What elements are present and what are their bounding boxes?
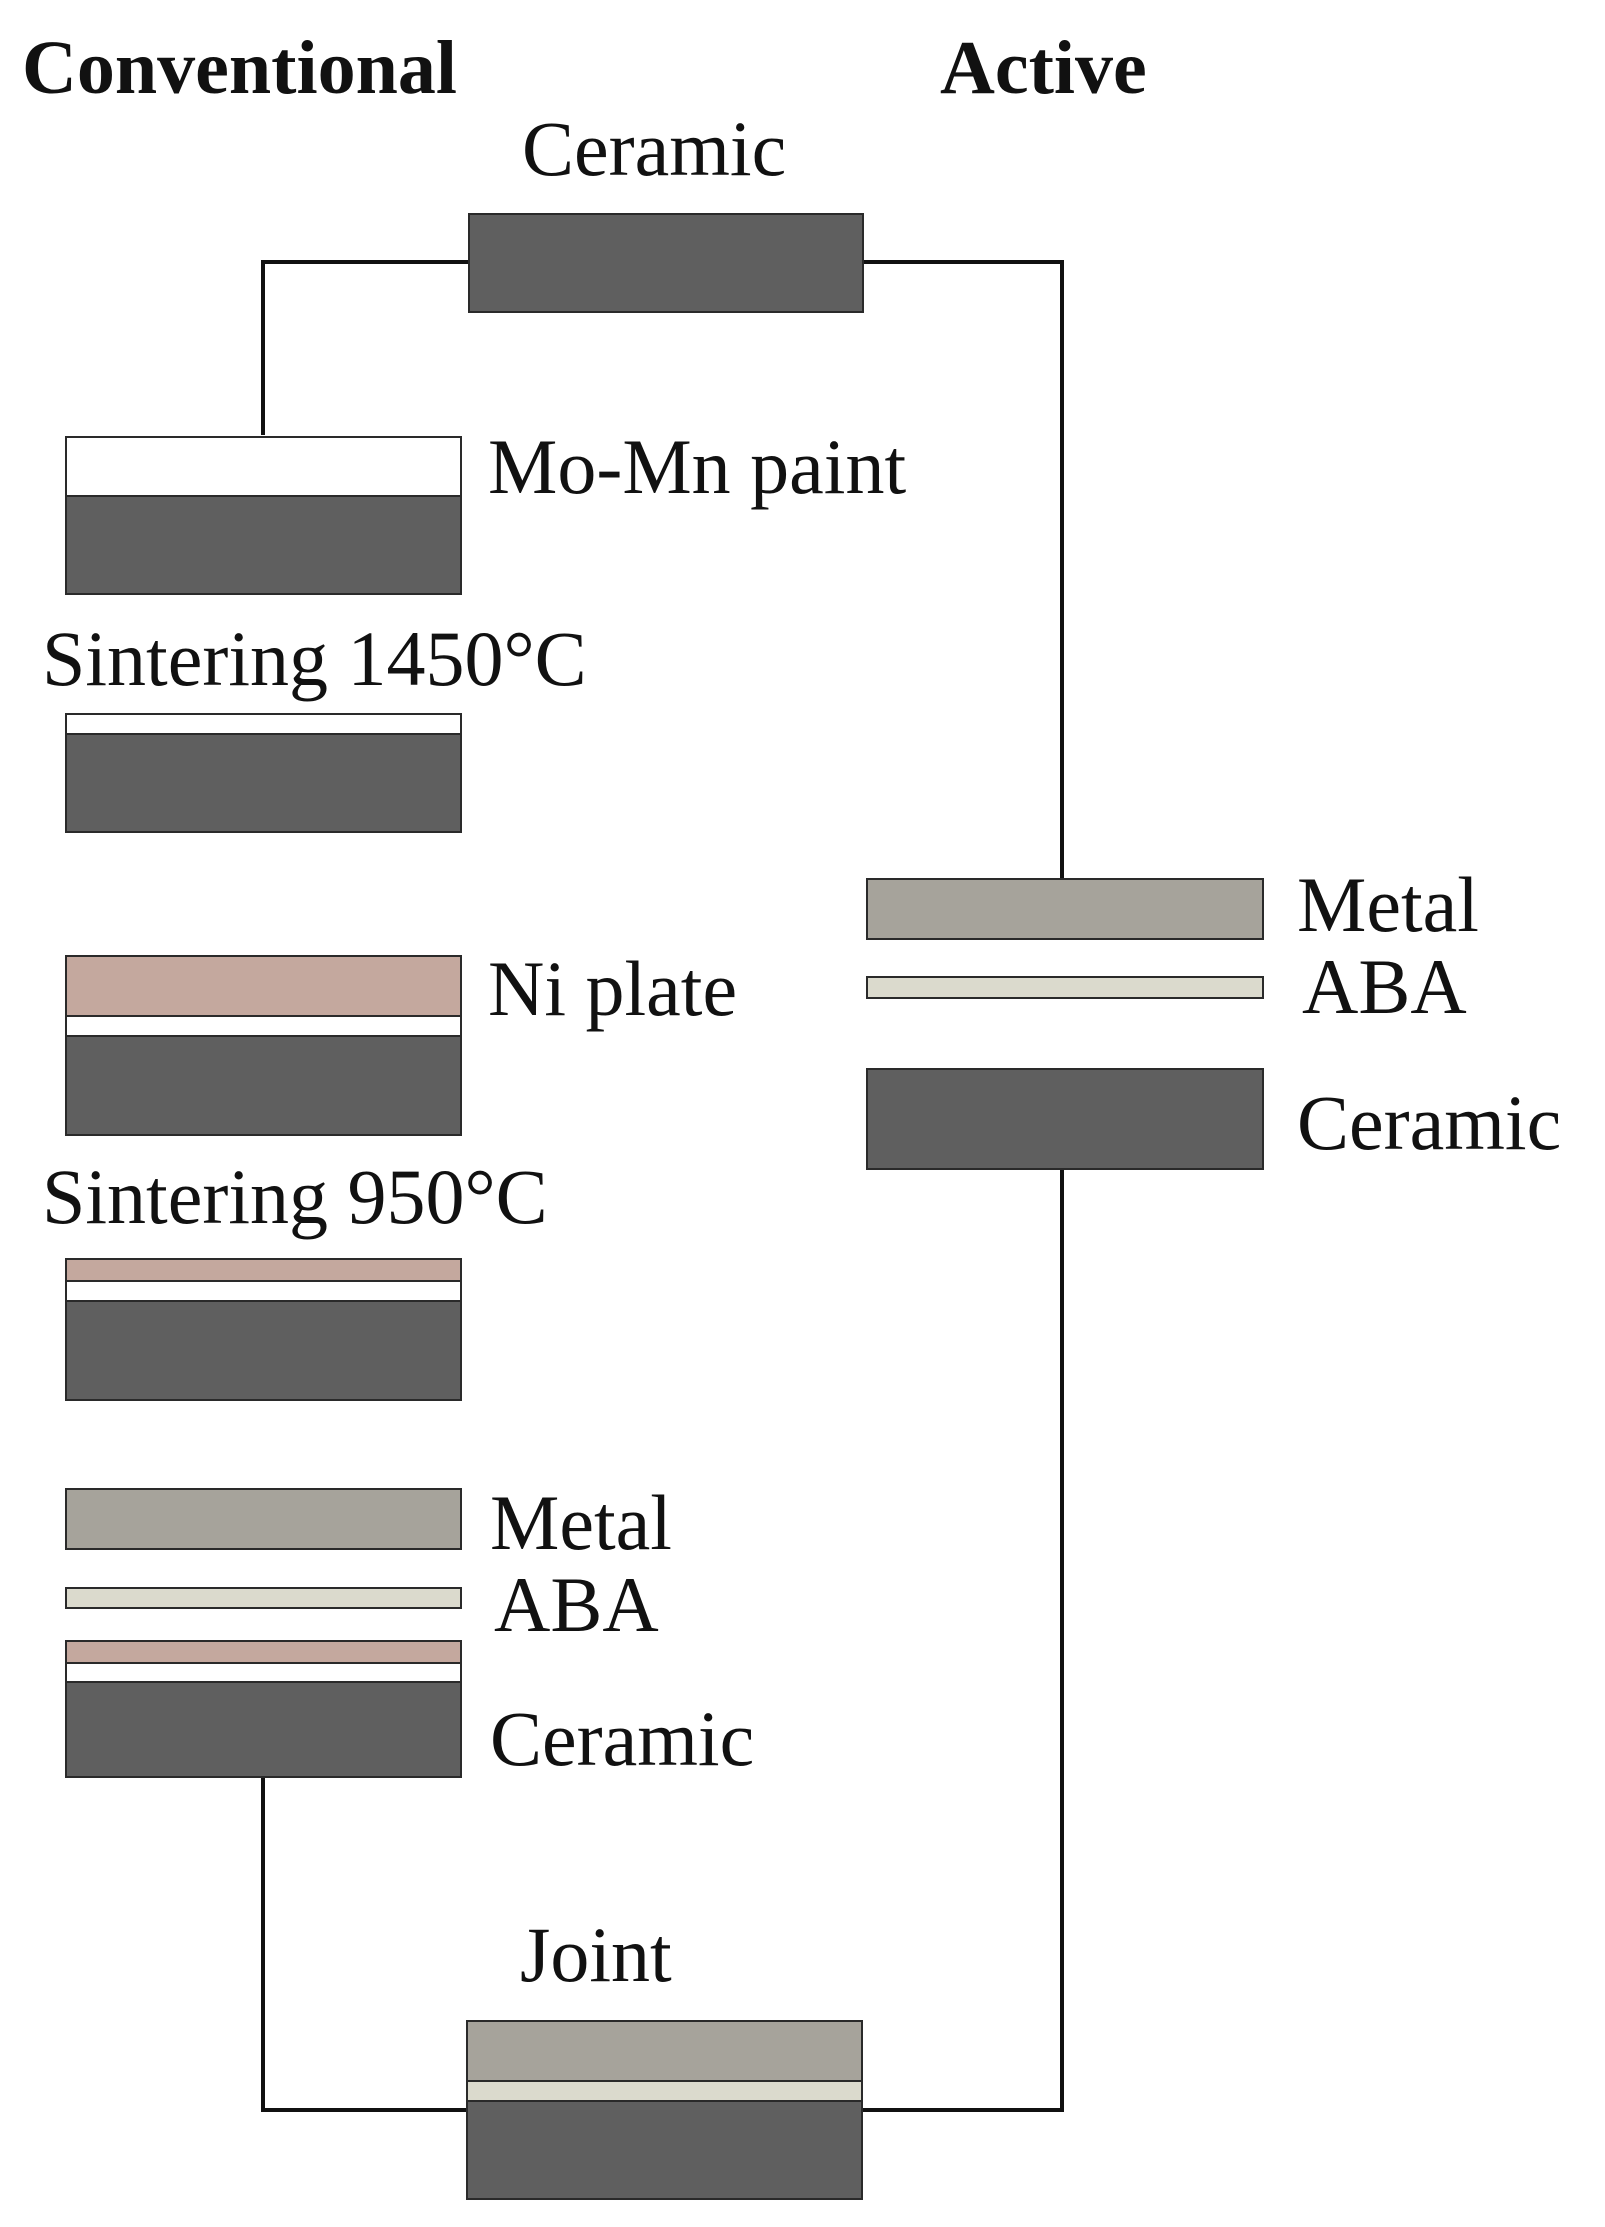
joint-metal-layer xyxy=(466,2020,863,2082)
conventional-header: Conventional xyxy=(22,26,457,110)
joint-ceramic-layer xyxy=(466,2100,863,2200)
joint-aba-layer xyxy=(466,2080,863,2102)
step4-ni-layer xyxy=(65,1258,462,1282)
conv-metal-label: Metal xyxy=(490,1479,672,1566)
step1-ceramic-layer xyxy=(65,495,462,595)
active-aba-block xyxy=(866,976,1264,999)
conv-ceramic-block xyxy=(65,1681,462,1778)
step3-ceramic-layer xyxy=(65,1035,462,1136)
active-ceramic-block xyxy=(866,1068,1264,1170)
mo-mn-paint-label: Mo-Mn paint xyxy=(488,423,907,510)
step1-paint-layer xyxy=(65,436,462,497)
sintering-1450-label: Sintering 1450°C xyxy=(42,615,587,702)
conv-ceramic-label: Ceramic xyxy=(490,1695,755,1782)
ni-plate-label: Ni plate xyxy=(488,945,738,1032)
conv-paint-layer xyxy=(65,1662,462,1683)
active-ceramic-label: Ceramic xyxy=(1297,1079,1562,1166)
ceramic-top-label: Ceramic xyxy=(522,105,787,192)
conv-ni-layer xyxy=(65,1640,462,1664)
connector-top-left xyxy=(261,260,470,435)
active-metal-block xyxy=(866,878,1264,940)
active-header: Active xyxy=(940,26,1147,110)
connector-bottom-right xyxy=(862,1168,1064,2112)
conv-aba-label: ABA xyxy=(494,1561,659,1648)
connector-top-right xyxy=(863,260,1064,880)
step2-paint-layer xyxy=(65,713,462,735)
step3-paint-layer xyxy=(65,1015,462,1037)
active-aba-label: ABA xyxy=(1302,943,1467,1030)
conv-aba-block xyxy=(65,1587,462,1609)
step3-ni-layer xyxy=(65,955,462,1017)
sintering-950-label: Sintering 950°C xyxy=(42,1153,548,1240)
active-metal-label: Metal xyxy=(1297,861,1479,948)
step2-ceramic-layer xyxy=(65,733,462,833)
conv-metal-block xyxy=(65,1488,462,1550)
joint-label: Joint xyxy=(520,1911,672,1998)
connector-bottom-left xyxy=(261,1775,468,2112)
step4-ceramic-layer xyxy=(65,1300,462,1401)
step4-paint-layer xyxy=(65,1280,462,1302)
ceramic-top-block xyxy=(468,213,864,313)
